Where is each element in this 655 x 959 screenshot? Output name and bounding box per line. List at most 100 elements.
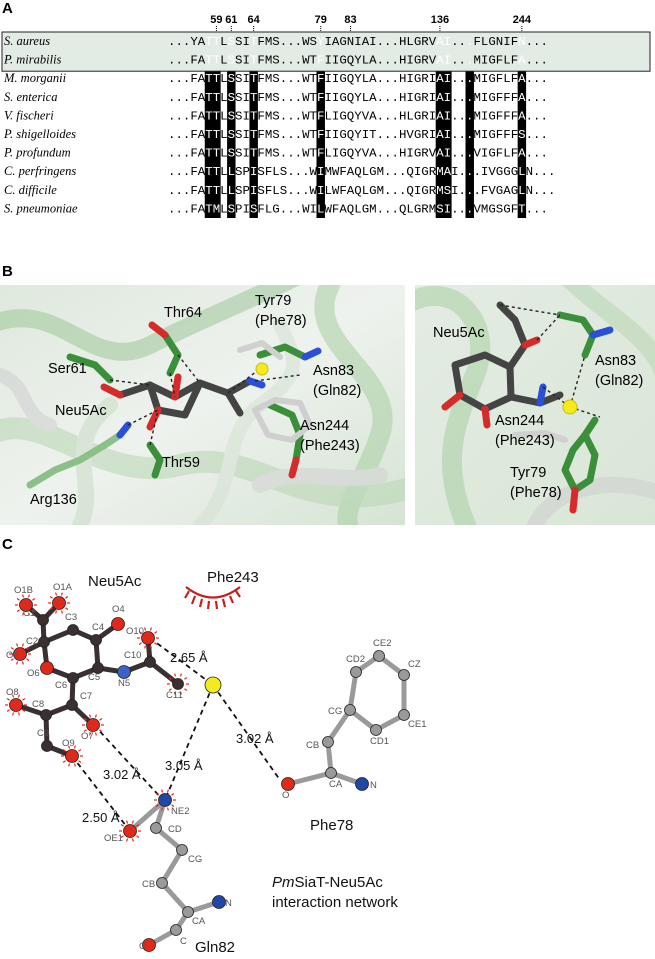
- atom-label-34: CG: [328, 706, 342, 717]
- atom-26: [182, 906, 194, 918]
- atom-label-11: N5: [118, 678, 130, 689]
- alignment-row: V. fischeri ...FATTLSSITFMS...WTFLIGQYVA.…: [4, 108, 548, 123]
- caption-rest: SiaT-Neu5Ac: [295, 874, 384, 891]
- structure-right-label-2: (Gln82): [595, 373, 644, 389]
- hbond-halo: [167, 673, 189, 695]
- position-number-6: 244: [513, 14, 532, 26]
- structure-panel: Thr64 Tyr79 (Phe78) Ser61 Asn83 (Gln82) Neu5Ac…: [0, 285, 655, 530]
- hbond-halo: [82, 714, 104, 736]
- highlight-column-8: [517, 32, 527, 218]
- atom-4: [90, 634, 102, 646]
- atom-label-2: C1: [23, 608, 35, 619]
- species-name: S. aureus: [4, 34, 50, 48]
- boxed-rows-highlight: [1, 31, 651, 72]
- atom-label-1: O1A: [53, 582, 73, 593]
- atom-label-38: CE1: [408, 719, 426, 730]
- structure-right-label-6: (Phe78): [510, 485, 562, 501]
- species-name: C. perfringens: [4, 164, 76, 178]
- atom-label-30: O: [282, 790, 289, 801]
- species-name: M. morganii: [3, 71, 67, 85]
- atom-label-15: C7: [80, 691, 92, 702]
- alignment-row: P. profundum...FATTLSSITFMS...WTFLIGQYVA…: [3, 146, 548, 161]
- position-number-3: 79: [315, 14, 327, 26]
- hbond-halo: [15, 594, 37, 616]
- alignment-highlight-columns: [204, 32, 527, 218]
- atom-9: [67, 672, 79, 684]
- position-number-1: 61: [225, 14, 237, 26]
- alignment-row: S. aureus...YATTLSSITFMS...WSYIAGNIAI...…: [4, 34, 548, 49]
- atom-label-22: CD: [168, 824, 182, 835]
- hbond-halo: [137, 627, 159, 649]
- sequence-text: ...FATTLSSITFMS...WTFIIGQYIT...HVGRIAI..…: [168, 128, 548, 142]
- position-number-2: 64: [248, 14, 261, 26]
- structure-left-label-0: Thr64: [164, 305, 202, 321]
- network-caption-line1: PmSiaT-Neu5Ac: [272, 874, 383, 891]
- atom-label-9: C6: [55, 680, 67, 691]
- atom-label-36: CE2: [373, 638, 391, 649]
- hbond-halo: [9, 643, 31, 665]
- panel-label-c: C: [2, 536, 13, 553]
- sequence-text: ...FATTLSSITFMS...WTFLIGQYVA...HLGRIAI..…: [168, 109, 548, 123]
- atom-17: [40, 709, 52, 721]
- atom-3: [67, 624, 79, 636]
- atom-15: [66, 699, 78, 711]
- atom-6: [38, 636, 50, 648]
- sequence-text: ...FATTLSSITFMS...WTFIIGQYLA...HIGRVAI..…: [168, 54, 548, 68]
- structure-left-label-1: Tyr79: [255, 293, 292, 309]
- panel-label-a: A: [2, 0, 13, 17]
- gln82-label: Gln82: [195, 939, 235, 956]
- panel-label-b: B: [2, 263, 13, 280]
- position-number-4: 83: [344, 14, 356, 26]
- atom-25: [156, 877, 168, 889]
- atom-21: [158, 793, 172, 807]
- highlight-column-3: [249, 32, 258, 218]
- atom-label-31: CA: [329, 779, 343, 790]
- distance-label-3: 3.02 Å: [236, 731, 274, 746]
- species-name: V. fischeri: [4, 108, 54, 122]
- structure-left-label-3: Ser61: [48, 361, 87, 377]
- sequence-text: ...FATTLLSPISFLS...WILWFAQLGM...QIGRMSI.…: [168, 184, 555, 198]
- atom-label-23: OE1: [104, 833, 123, 844]
- atom-14: [172, 678, 184, 690]
- atom-label-17: C8: [32, 699, 44, 710]
- sequence-text: ...FATTLSSITFMS...WTFIIGQYLA...HIGRIAI..…: [168, 91, 548, 105]
- atom-label-4: C4: [92, 622, 104, 633]
- structure-render-left: [0, 285, 405, 525]
- alignment-row: C. difficile...FATTLLSPISFLS...WILWFAQLG…: [4, 183, 555, 198]
- atom-5: [111, 617, 125, 631]
- atom-35: [350, 666, 362, 678]
- highlight-column-4: [316, 32, 325, 218]
- atom-27: [212, 895, 226, 909]
- atom-2: [37, 614, 49, 626]
- atom-11: [117, 665, 131, 679]
- atom-39: [370, 724, 382, 736]
- atom-1: [52, 596, 66, 610]
- atom-label-28: C: [180, 936, 187, 947]
- atom-16: [9, 698, 23, 712]
- atom-label-6: C2: [26, 636, 38, 647]
- atom-label-18: O7: [81, 731, 94, 742]
- atom-label-33: CB: [306, 740, 319, 751]
- atom-10: [92, 662, 104, 674]
- sequence-text: ...FATTLLSPISFLS...WIMWFAQLGM...QIGRMAI.…: [168, 165, 555, 179]
- atom-30: [281, 777, 295, 791]
- atom-label-26: CA: [192, 916, 206, 927]
- structure-right-label-0: Neu5Ac: [433, 325, 485, 341]
- alignment-row: S. enterica...FATTLSSITFMS...WTFIIGQYLA.…: [4, 90, 548, 105]
- species-name: P. profundum: [3, 146, 71, 160]
- distance-label-2: 3.05 Å: [165, 758, 203, 773]
- position-number-5: 136: [431, 14, 449, 26]
- highlight-column-0: [204, 32, 214, 218]
- position-number-0: 59: [210, 14, 222, 26]
- atom-label-8: O6: [27, 668, 40, 679]
- caption-italic: Pm: [272, 874, 295, 891]
- atom-33: [322, 736, 334, 748]
- interaction-network: Phe243: [5, 569, 426, 956]
- atom-label-7: O2: [6, 650, 19, 661]
- alignment-boxed-rows: [1, 31, 651, 72]
- alignment-row: M. morganii...FATTLSSITFMS...WTFIIGQYLA.…: [3, 71, 548, 86]
- structure-left-label-4: Asn83: [313, 363, 355, 379]
- water-atom: [204, 676, 222, 694]
- hbond-halo: [48, 592, 70, 614]
